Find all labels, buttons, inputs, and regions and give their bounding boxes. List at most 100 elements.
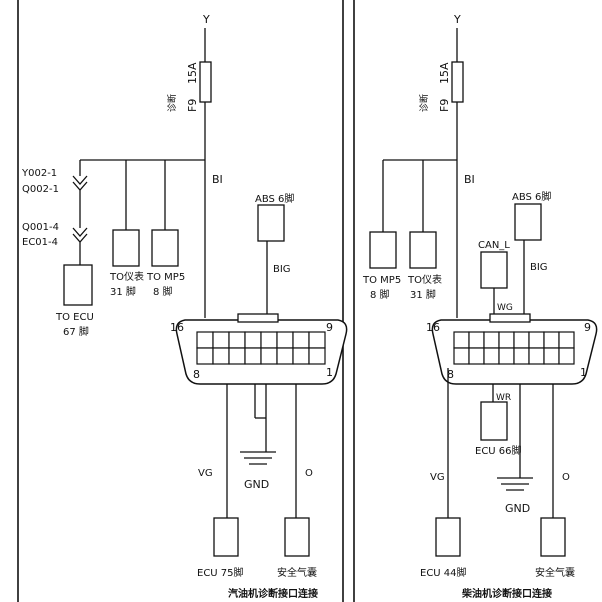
right-pin-16: 16 <box>426 321 440 334</box>
left-to-mp5-pin: 8 脚 <box>153 285 173 298</box>
left-fuse-name: 诊断 <box>166 94 178 112</box>
left-to-mp5-label: TO MP5 <box>146 272 185 283</box>
left-supply-label: Y <box>202 13 210 26</box>
left-to-ecu-pin: 67 脚 <box>63 325 89 338</box>
right-pin-9: 9 <box>584 321 591 334</box>
left-box-airbag <box>284 517 310 557</box>
right-box-ecu66 <box>480 401 508 441</box>
left-obd-pin-cell <box>308 331 326 349</box>
right-caption: 柴油机诊断接口连接 <box>461 587 552 600</box>
right-pin-1: 1 <box>580 366 587 379</box>
right-obd-tab <box>489 313 531 323</box>
right-abs-label: ABS 6脚 <box>512 190 551 203</box>
left-obd-pin-cell <box>292 331 310 349</box>
left-conn-q002: Q002-1 <box>22 184 59 195</box>
right-wire-bi: BI <box>464 173 475 186</box>
left-obd-pin-cell <box>228 347 246 365</box>
left-fuse-rating: 15A <box>186 62 199 84</box>
left-fuse <box>199 61 212 103</box>
right-fuse-name: 诊断 <box>418 94 430 112</box>
left-connector-chevron-3 <box>72 227 88 237</box>
left-obd-pin-cell <box>244 331 262 349</box>
right-wire-o: O <box>562 472 570 483</box>
right-obd-pin-cell <box>528 331 545 349</box>
left-panel: Y 诊断 F9 15A BI Y002-1 Q002-1 Q001-4 EC01… <box>21 13 348 600</box>
left-obd-pin-cell <box>276 331 294 349</box>
right-box-ecu <box>435 517 461 557</box>
left-pin-16: 16 <box>170 321 184 334</box>
left-ecu-label: ECU 75脚 <box>197 566 244 579</box>
right-obd-pin-cell <box>558 347 575 365</box>
right-wire-wr: WR <box>496 393 511 403</box>
right-ecu-label: ECU 44脚 <box>420 566 467 579</box>
left-obd-pin-cell <box>228 331 246 349</box>
right-obd-pin-cell <box>543 347 560 365</box>
left-wire-big: BIG <box>273 264 291 275</box>
right-fuse-id: F9 <box>438 99 451 112</box>
left-conn-ec01: EC01-4 <box>22 237 58 248</box>
left-airbag-label: 安全气囊 <box>277 566 317 579</box>
right-to-mp5-pin: 8 脚 <box>370 288 390 301</box>
right-obd-pin-cell <box>468 347 485 365</box>
right-pin-8: 8 <box>447 368 454 381</box>
right-panel: Y 诊断 F9 15A BI TO MP5 8 脚 TO仪表 31 脚 CAN_… <box>362 13 598 600</box>
left-pin-9: 9 <box>326 321 333 334</box>
right-wire-vg: VG <box>430 472 445 483</box>
right-obd-pin-grid <box>453 331 575 365</box>
right-obd-pin-cell <box>513 347 530 365</box>
left-obd-pin-cell <box>308 347 326 365</box>
right-supply-label: Y <box>453 13 461 26</box>
left-wire-o: O <box>305 468 313 479</box>
right-ecu66-label: ECU 66脚 <box>475 444 522 457</box>
right-to-mp5-label: TO MP5 <box>362 275 401 286</box>
right-obd-pin-cell <box>468 331 485 349</box>
left-obd-pin-cell <box>212 347 230 365</box>
left-abs-label: ABS 6脚 <box>255 192 294 205</box>
left-caption: 汽油机诊断接口连接 <box>228 587 318 600</box>
right-obd-pin-cell <box>498 331 515 349</box>
left-obd-pin-cell <box>292 347 310 365</box>
left-conn-q001: Q001-4 <box>22 222 59 233</box>
left-box-ecu <box>213 517 239 557</box>
left-obd-pin-cell <box>196 331 214 349</box>
right-obd-pin-cell <box>528 347 545 365</box>
right-obd-pin-cell <box>453 331 470 349</box>
left-box-abs <box>257 204 285 242</box>
right-airbag-label: 安全气囊 <box>535 566 575 579</box>
right-box-to-mp5 <box>369 231 397 269</box>
right-fuse <box>451 61 464 103</box>
left-obd-pin-cell <box>196 347 214 365</box>
right-box-airbag <box>540 517 566 557</box>
left-obd-pin-cell <box>276 347 294 365</box>
left-pin-1: 1 <box>326 366 333 379</box>
right-obd-pin-cell <box>483 331 500 349</box>
right-obd-pin-cell <box>453 347 470 365</box>
left-wire-bi: BI <box>212 173 223 186</box>
right-can-label: CAN_L <box>478 240 510 251</box>
right-obd-pin-cell <box>558 331 575 349</box>
right-to-inst-pin: 31 脚 <box>410 288 436 301</box>
left-wire-vg: VG <box>198 468 213 479</box>
right-wire-wg: WG <box>497 303 513 313</box>
left-box-to-inst <box>112 229 140 267</box>
left-obd-pin-cell <box>260 347 278 365</box>
left-obd-connector <box>175 313 348 385</box>
right-obd-pin-cell <box>483 347 500 365</box>
right-obd-pin-cell <box>513 331 530 349</box>
left-box-to-mp5 <box>151 229 179 267</box>
right-obd-pin-cell <box>498 347 515 365</box>
right-gnd-label: GND <box>505 502 530 515</box>
left-obd-tab <box>237 313 279 323</box>
right-to-inst-label: TO仪表 <box>407 273 442 286</box>
right-box-can <box>480 251 508 289</box>
left-obd-pin-cell <box>212 331 230 349</box>
right-wire-big: BIG <box>530 262 548 273</box>
left-obd-pin-grid <box>196 331 326 365</box>
left-box-to-ecu <box>63 264 93 306</box>
left-obd-pin-cell <box>260 331 278 349</box>
left-gnd-label: GND <box>244 478 269 491</box>
left-obd-pin-cell <box>244 347 262 365</box>
left-to-inst-label: TO仪表 <box>109 270 144 283</box>
left-to-ecu-label: TO ECU <box>55 312 94 323</box>
